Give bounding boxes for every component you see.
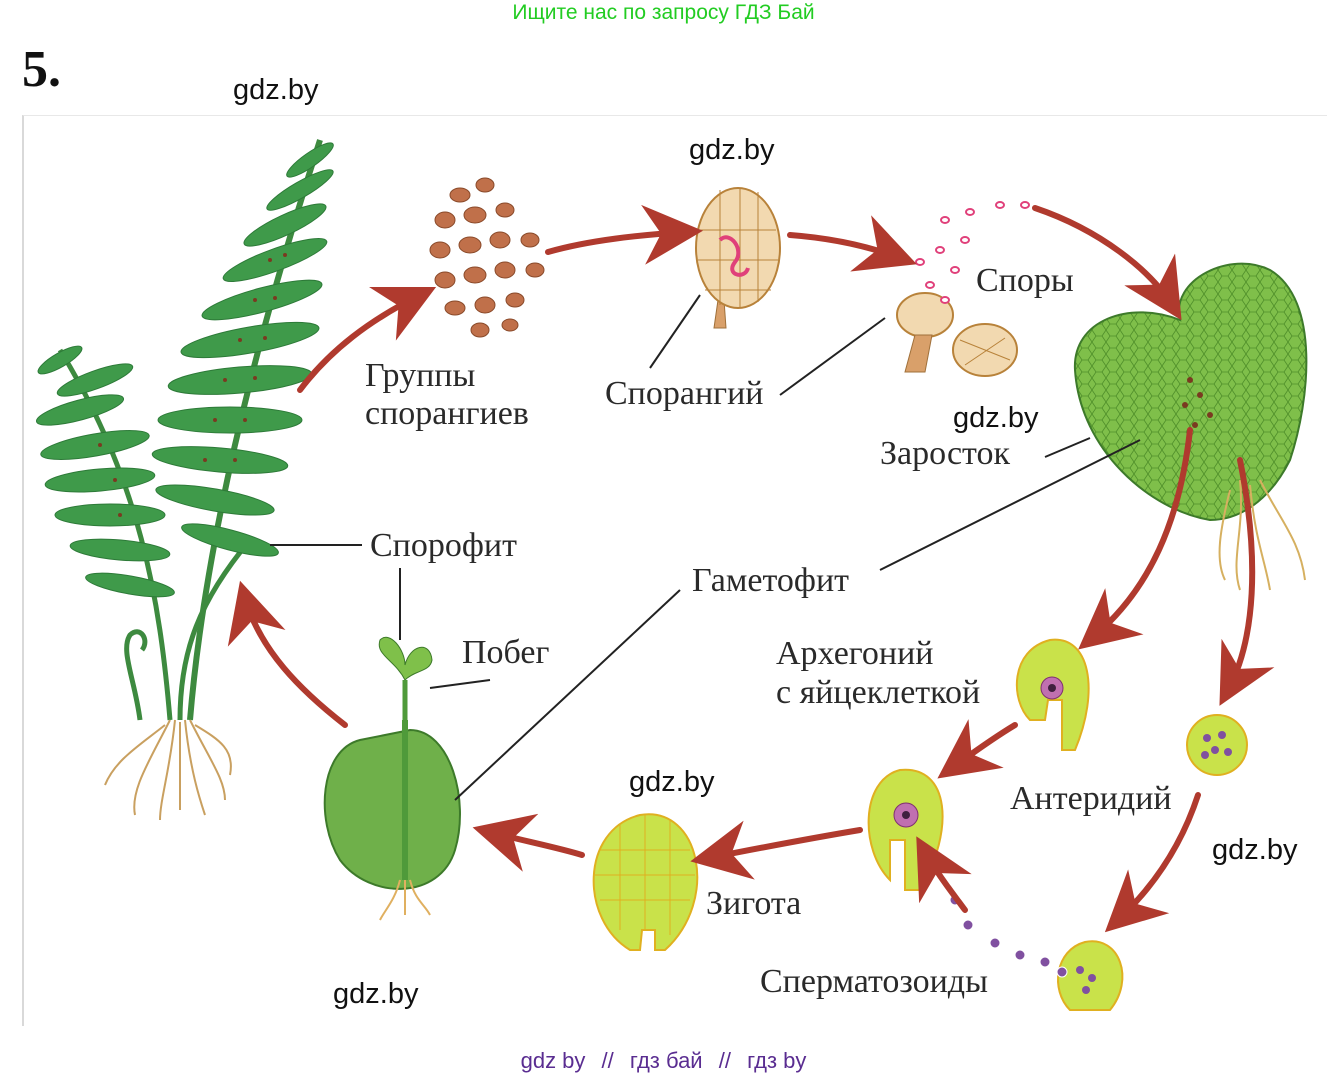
watermark: gdz.by: [629, 766, 715, 798]
label-zygote: Зигота: [706, 885, 802, 922]
sporophyte-fern-illustration: [35, 139, 334, 821]
task-number: 5.: [22, 41, 61, 98]
watermark: gdz.by: [333, 978, 419, 1010]
label-gametophyte: Гаметофит: [692, 562, 850, 599]
footer-link-1[interactable]: gdz by: [520, 1048, 586, 1073]
zygote-illustration: [592, 813, 699, 951]
cycle-arrows: [227, 204, 1275, 933]
figure-frame: [22, 115, 1327, 1026]
open-antheridium-illustration: [1057, 940, 1124, 1011]
sporangia-group-illustration: [429, 177, 545, 338]
footer-separator: //: [601, 1048, 614, 1073]
footer-link-2[interactable]: гдз бай: [629, 1048, 703, 1073]
label-prothallus: Заросток: [880, 435, 1010, 472]
label-antheridium: Антеридий: [1010, 780, 1172, 817]
watermark: gdz.by: [689, 134, 775, 166]
prothallus-illustration: [1073, 262, 1308, 591]
watermark: gdz.by: [1212, 834, 1298, 866]
spores-illustration: [915, 201, 1030, 304]
label-sporophyte: Спорофит: [370, 527, 517, 564]
spermatozoids-illustration: [949, 894, 1068, 978]
archegonium-illustration: [1016, 638, 1090, 751]
label-spores: Споры: [976, 262, 1074, 299]
label-sporangium: Спорангий: [605, 375, 764, 412]
label-sporangia-groups-line2: спорангиев: [365, 395, 529, 432]
label-shoot: Побег: [462, 634, 550, 671]
footer-link-3[interactable]: гдз by: [747, 1048, 807, 1073]
watermark: gdz.by: [233, 74, 319, 106]
label-sporangia-groups-line1: Группы: [365, 357, 476, 394]
label-archegonium-line1: Архегоний: [776, 635, 934, 672]
open-sporangia-illustration: [896, 292, 1018, 377]
antheridium-illustration: [1186, 714, 1248, 776]
leader-lines: [270, 294, 1141, 801]
sporangium-illustration: [695, 187, 781, 329]
watermark: gdz.by: [953, 402, 1039, 434]
footer: gdz by // гдз бай // гдз by: [0, 1048, 1327, 1074]
young-sporophyte-illustration: [323, 637, 461, 921]
label-archegonium-line2: с яйцеклеткой: [776, 674, 981, 711]
top-banner: Ищите нас по запросу ГДЗ Бай: [512, 1, 815, 24]
fertilization-archegonium-illustration: [867, 768, 944, 891]
label-spermatozoids: Сперматозоиды: [760, 963, 988, 1000]
footer-separator: //: [718, 1048, 731, 1073]
